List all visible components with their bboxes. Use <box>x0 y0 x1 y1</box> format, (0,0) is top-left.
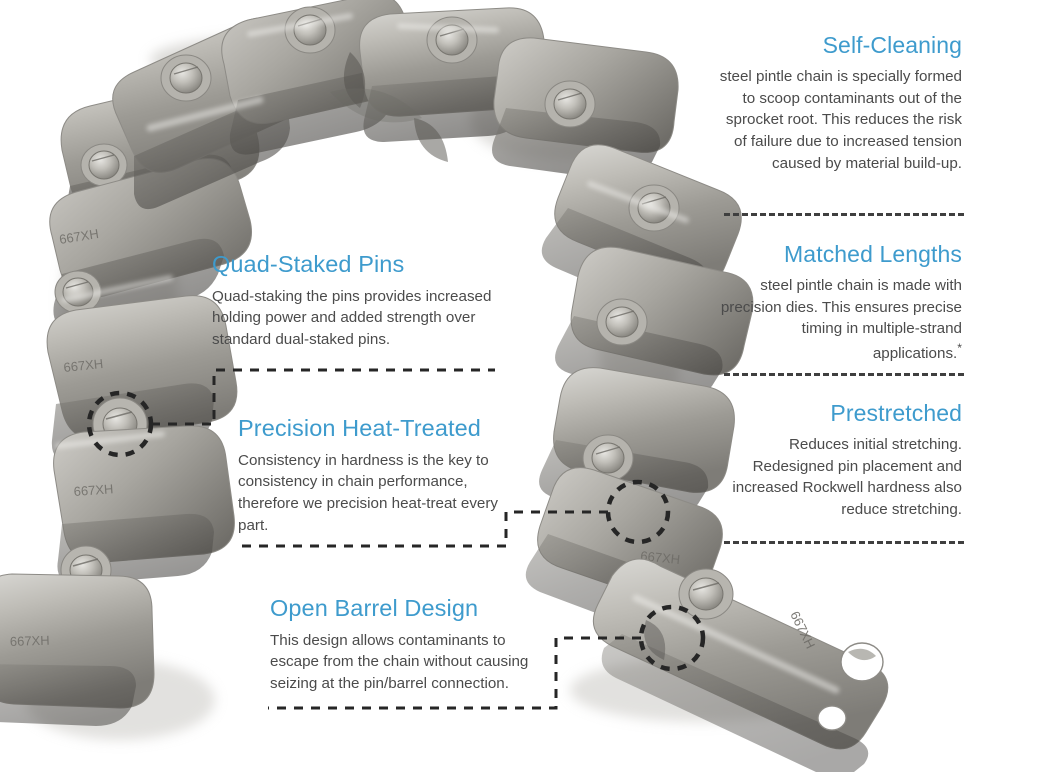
chain-link: 667XH <box>492 37 679 189</box>
callout-heading-prestretched: Prestretched <box>830 400 962 426</box>
chain-end-link: 667XH <box>592 558 889 772</box>
footnote-marker: * <box>957 341 962 356</box>
link-marking: 667XH <box>58 226 100 247</box>
callout-heading-quad-staked-pins: Quad-Staked Pins <box>212 251 405 277</box>
callout-body-open-barrel-design: This design allows contaminants to escap… <box>270 631 529 692</box>
callout-open-barrel-design: Open Barrel Design This design allows co… <box>270 595 552 695</box>
callout-matched-lengths: Matched Lengths steel pintle chain is ma… <box>712 241 962 365</box>
callout-quad-staked-pins: Quad-Staked Pins Quad-staking the pins p… <box>212 251 512 351</box>
callout-body-self-cleaning: steel pintle chain is specially formed t… <box>719 68 962 172</box>
callout-precision-heat-treated: Precision Heat-Treated Consistency in ha… <box>238 415 510 536</box>
callout-body-matched-lengths: steel pintle chain is made with precisio… <box>712 275 962 364</box>
callout-self-cleaning: Self-Cleaning steel pintle chain is spec… <box>712 32 962 174</box>
callout-body-quad-staked-pins: Quad-staking the pins provides increased… <box>212 287 492 348</box>
callout-heading-precision-heat-treated: Precision Heat-Treated <box>238 415 481 441</box>
callout-body-text: steel pintle chain is made with precisio… <box>720 277 962 363</box>
link-marking: 667XH <box>63 356 104 375</box>
divider-self-cleaning <box>724 213 964 216</box>
callout-body-prestretched: Reduces initial stretching. Redesigned p… <box>732 436 962 519</box>
divider-matched-lengths <box>724 373 964 376</box>
callout-prestretched: Prestretched Reduces initial stretching.… <box>712 400 962 521</box>
callout-heading-self-cleaning: Self-Cleaning <box>822 32 962 58</box>
link-marking: 667XH <box>10 633 50 649</box>
callout-heading-open-barrel-design: Open Barrel Design <box>270 595 479 621</box>
callout-heading-matched-lengths: Matched Lengths <box>784 241 962 267</box>
chain-link: 667XH <box>53 425 235 595</box>
chain-link: 667XH <box>0 573 155 726</box>
callout-body-precision-heat-treated: Consistency in hardness is the key to co… <box>238 451 499 534</box>
divider-prestretched <box>724 541 964 544</box>
link-marking: 667XH <box>73 481 114 499</box>
